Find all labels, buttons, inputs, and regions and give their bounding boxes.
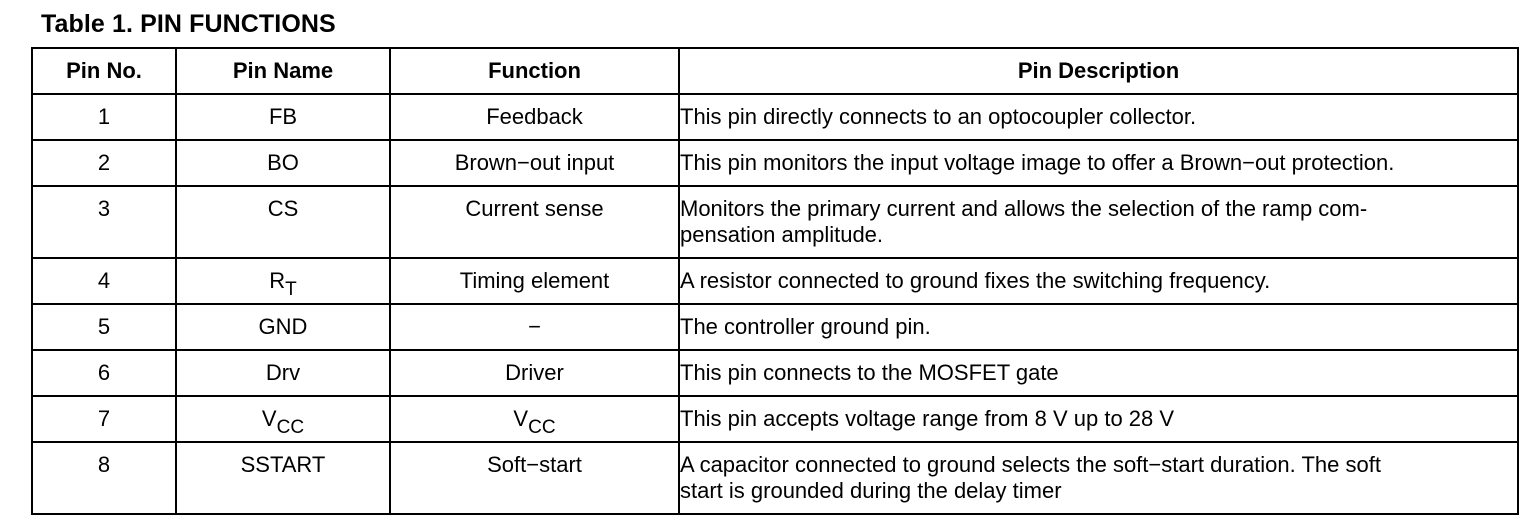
description-line-2: pensation amplitude. bbox=[680, 222, 884, 247]
function-cell: Current sense bbox=[389, 185, 680, 259]
table-row: 7 VCC VCC This pin accepts voltage range… bbox=[31, 395, 1519, 443]
pin-name-text: R bbox=[269, 268, 286, 293]
description-line-1: This pin directly connects to an optocou… bbox=[680, 104, 1197, 129]
header-pin-no: Pin No. bbox=[31, 47, 177, 95]
pin-name-text: BO bbox=[267, 150, 299, 175]
pin-name-cell: CS bbox=[175, 185, 391, 259]
description-line-1: A resistor connected to ground fixes the… bbox=[680, 268, 1271, 293]
pin-name-subscript: T bbox=[285, 279, 297, 300]
pin-number-cell: 5 bbox=[31, 303, 177, 351]
description-cell: This pin connects to the MOSFET gate bbox=[678, 349, 1519, 397]
header-pin-description: Pin Description bbox=[678, 47, 1519, 95]
description-line-1: Monitors the primary current and allows … bbox=[680, 196, 1368, 221]
function-text: Current sense bbox=[465, 196, 604, 221]
function-text: Feedback bbox=[486, 104, 583, 129]
pin-name-cell: GND bbox=[175, 303, 391, 351]
pin-name-text: GND bbox=[258, 314, 308, 339]
description-line-1: This pin accepts voltage range from 8 V … bbox=[680, 406, 1175, 431]
table-row: 5 GND − The controller ground pin. bbox=[31, 303, 1519, 351]
function-text: Brown−out input bbox=[454, 150, 615, 175]
pin-name-cell: SSTART bbox=[175, 441, 391, 515]
header-row: Pin No. Pin Name Function Pin Descriptio… bbox=[31, 47, 1519, 95]
table-caption: Table 1. PIN FUNCTIONS bbox=[41, 10, 336, 38]
description-line-2: start is grounded during the delay timer bbox=[680, 478, 1062, 503]
pin-name-text: V bbox=[261, 406, 277, 431]
pin-number-cell: 1 bbox=[31, 93, 177, 141]
description-line-1: The controller ground pin. bbox=[680, 314, 931, 339]
function-cell: VCC bbox=[389, 395, 680, 443]
table-row: 3 CS Current sense Monitors the primary … bbox=[31, 185, 1519, 259]
function-text: Driver bbox=[505, 360, 564, 385]
table-row: 8 SSTART Soft−start A capacitor connecte… bbox=[31, 441, 1519, 515]
function-cell: Feedback bbox=[389, 93, 680, 141]
description-line-1: A capacitor connected to ground selects … bbox=[680, 452, 1381, 477]
pin-name-subscript: CC bbox=[276, 417, 305, 438]
pin-name-cell: BO bbox=[175, 139, 391, 187]
table-row: 2 BO Brown−out input This pin monitors t… bbox=[31, 139, 1519, 187]
pin-number-cell: 4 bbox=[31, 257, 177, 305]
pin-name-cell: RT bbox=[175, 257, 391, 305]
description-cell: Monitors the primary current and allows … bbox=[678, 185, 1519, 259]
description-cell: A capacitor connected to ground selects … bbox=[678, 441, 1519, 515]
pin-name-cell: FB bbox=[175, 93, 391, 141]
table-row: 1 FB Feedback This pin directly connects… bbox=[31, 93, 1519, 141]
table-row: 4 RT Timing element A resistor connected… bbox=[31, 257, 1519, 305]
header-pin-name: Pin Name bbox=[175, 47, 391, 95]
function-cell: − bbox=[389, 303, 680, 351]
description-cell: This pin monitors the input voltage imag… bbox=[678, 139, 1519, 187]
pin-name-text: FB bbox=[268, 104, 298, 129]
pin-name-text: SSTART bbox=[240, 452, 326, 477]
pin-number-cell: 8 bbox=[31, 441, 177, 515]
function-cell: Driver bbox=[389, 349, 680, 397]
function-cell: Brown−out input bbox=[389, 139, 680, 187]
description-cell: This pin accepts voltage range from 8 V … bbox=[678, 395, 1519, 443]
pin-name-text: CS bbox=[267, 196, 299, 221]
pin-name-text: Drv bbox=[265, 360, 301, 385]
description-cell: A resistor connected to ground fixes the… bbox=[678, 257, 1519, 305]
table-row: 6 Drv Driver This pin connects to the MO… bbox=[31, 349, 1519, 397]
function-cell: Soft−start bbox=[389, 441, 680, 515]
pin-name-cell: Drv bbox=[175, 349, 391, 397]
pin-number-cell: 3 bbox=[31, 185, 177, 259]
function-cell: Timing element bbox=[389, 257, 680, 305]
function-subscript: CC bbox=[528, 417, 556, 438]
description-line-1: This pin connects to the MOSFET gate bbox=[680, 360, 1059, 385]
description-line-1: This pin monitors the input voltage imag… bbox=[680, 150, 1395, 175]
header-function: Function bbox=[389, 47, 680, 95]
description-cell: The controller ground pin. bbox=[678, 303, 1519, 351]
pin-number-cell: 2 bbox=[31, 139, 177, 187]
description-cell: This pin directly connects to an optocou… bbox=[678, 93, 1519, 141]
pin-name-cell: VCC bbox=[175, 395, 391, 443]
function-text: Soft−start bbox=[487, 452, 582, 477]
pin-functions-table: Pin No. Pin Name Function Pin Descriptio… bbox=[31, 47, 1519, 515]
pin-number-cell: 6 bbox=[31, 349, 177, 397]
function-text: Timing element bbox=[459, 268, 610, 293]
function-text: V bbox=[513, 406, 529, 431]
pin-number-cell: 7 bbox=[31, 395, 177, 443]
function-text: − bbox=[528, 314, 541, 339]
